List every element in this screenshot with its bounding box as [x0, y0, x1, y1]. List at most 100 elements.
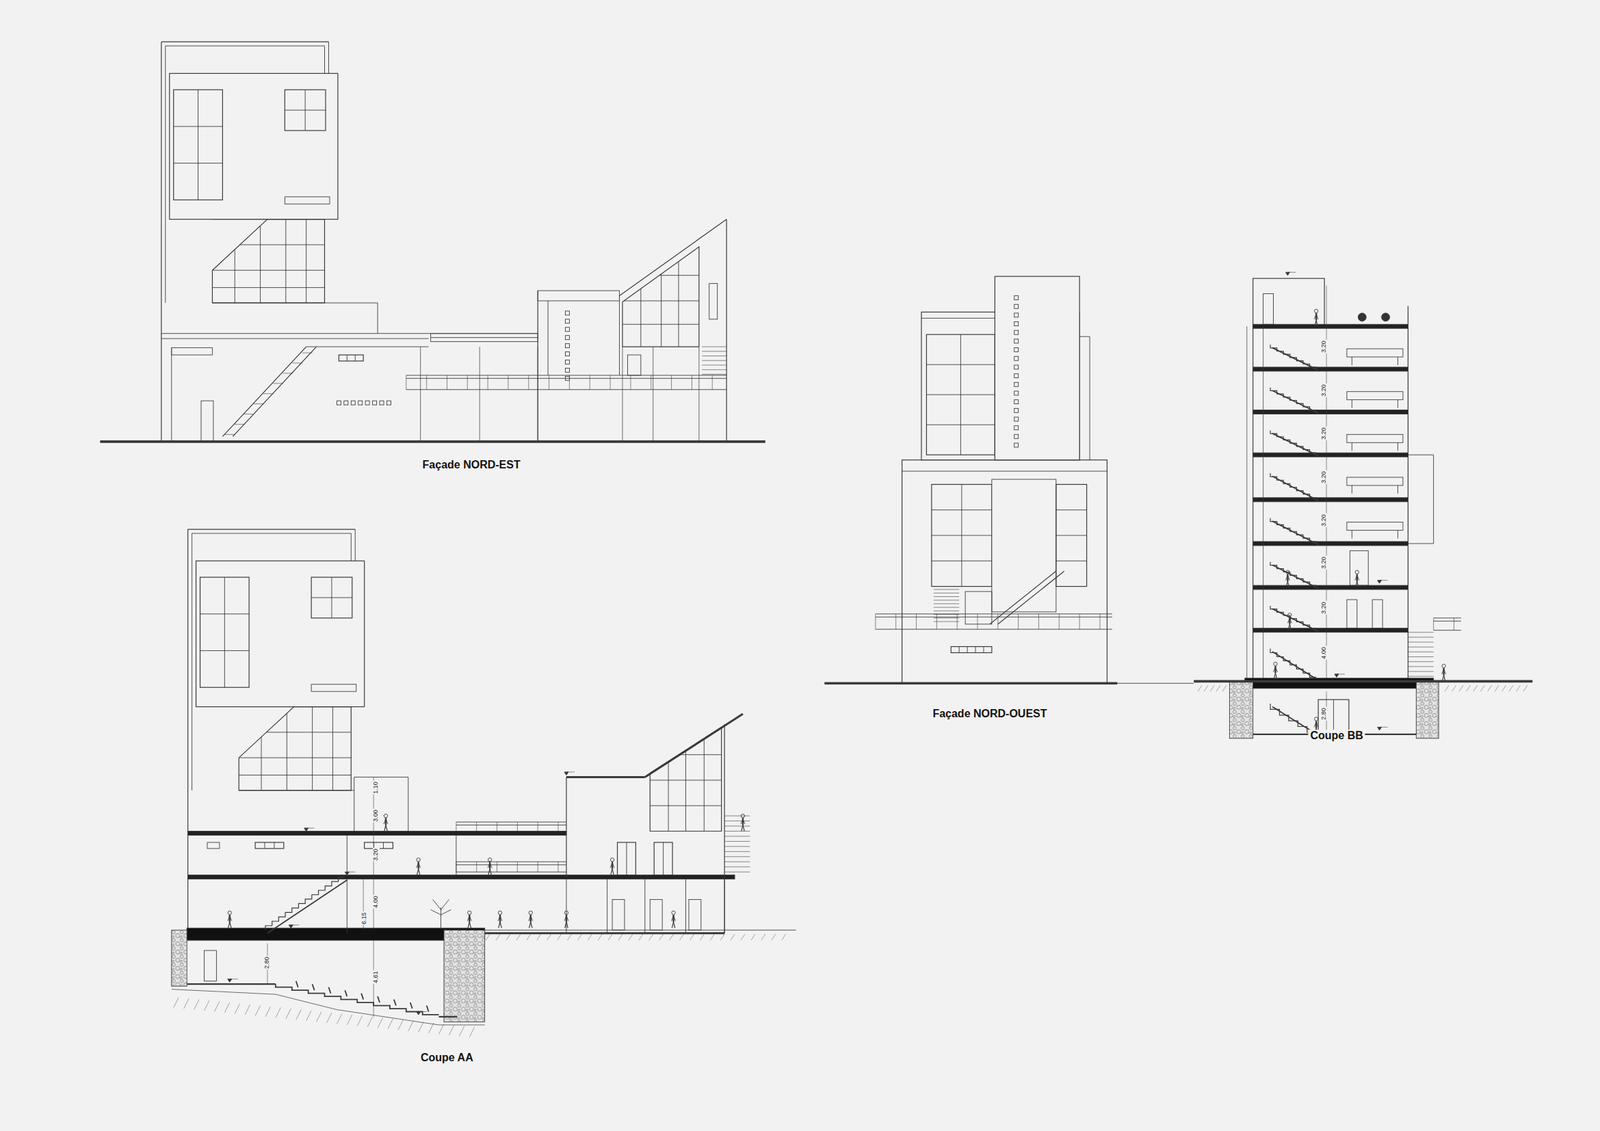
drawing-line: [567, 934, 572, 941]
drawing-line: [398, 1019, 403, 1031]
small-opening: [1014, 339, 1019, 344]
drawing-line: [1289, 624, 1291, 631]
drawing-line: [306, 828, 315, 830]
drawing-line: [469, 1027, 475, 1038]
person-head: [1273, 662, 1278, 666]
drawing-line: [1480, 685, 1485, 692]
drawing-line: [741, 825, 743, 832]
drawing-line: [1272, 521, 1319, 545]
dimension-text: 1.10: [372, 781, 380, 795]
drawing-line: [1357, 575, 1360, 581]
drawing-line: [161, 338, 429, 340]
drawing-line: [416, 863, 419, 869]
drawing-line: [255, 1006, 260, 1017]
drawing-line: [418, 1021, 424, 1033]
drawing-line: [346, 355, 348, 362]
drawing-line: [671, 922, 674, 929]
drawing-line: [1056, 560, 1087, 562]
dimension-text: 4.61: [372, 970, 380, 985]
drawing-line: [1272, 433, 1319, 457]
drawing-line: [430, 337, 539, 338]
small-opening: [1014, 296, 1019, 301]
drawing-line: [1056, 509, 1087, 511]
drawing-line: [671, 375, 672, 390]
glazing-outline: [212, 219, 325, 304]
tower-volume: [994, 276, 1080, 460]
small-opening: [1014, 304, 1019, 309]
drawing-line: [1262, 326, 1264, 682]
drawing-line: [1444, 675, 1446, 682]
drawing-line: [1058, 614, 1060, 630]
drawing-line: [357, 1015, 362, 1027]
drawing-line: [652, 346, 654, 442]
window: [207, 842, 220, 849]
small-opening: [1014, 365, 1019, 370]
drawing-line: [1314, 320, 1317, 327]
drawing-line: [933, 593, 960, 594]
glazing-mullion: [332, 0, 334, 1131]
drawing-line: [530, 922, 533, 929]
drawing-line: [498, 922, 501, 929]
drawing-line: [1407, 632, 1434, 633]
drawing-line: [1351, 400, 1353, 409]
drawing-line: [484, 932, 725, 935]
drawing-line: [204, 1000, 210, 1012]
small-opening: [1014, 382, 1019, 387]
drawing-line: [619, 219, 728, 297]
small-opening: [350, 400, 356, 405]
small-opening: [565, 327, 570, 332]
dimension-text: 3.20: [1320, 339, 1328, 354]
drawing-line: [234, 1004, 240, 1015]
drawing-line: [290, 924, 299, 926]
drawing-caption: Coupe BB: [1307, 729, 1365, 743]
drawing-line: [931, 535, 992, 537]
drawing-line: [456, 831, 567, 832]
drawing-line: [608, 934, 613, 941]
glazing-transom: [0, 244, 1600, 245]
window-grid: [950, 647, 992, 654]
floor-slab: [1253, 367, 1409, 372]
drawing-line: [267, 880, 347, 934]
window-grid: [617, 842, 637, 876]
drawing-line: [456, 822, 567, 823]
drawing-line: [1316, 722, 1319, 728]
drawing-line: [394, 1000, 397, 1007]
drawing-line: [1441, 669, 1445, 674]
drawing-line: [328, 987, 331, 994]
drawing-line: [875, 629, 1113, 631]
small-opening: [1014, 313, 1019, 318]
drawing-line: [931, 560, 992, 562]
drawing-line: [926, 424, 995, 426]
small-opening: [358, 400, 363, 405]
floor-slab: [1253, 541, 1409, 546]
drawing-line: [1487, 685, 1492, 692]
drawing-line: [507, 375, 509, 390]
drawing-line: [1203, 685, 1209, 692]
plant: [1357, 313, 1367, 322]
drawing-line: [701, 355, 727, 357]
drawing-line: [589, 375, 591, 390]
terrain: [171, 989, 485, 1026]
drawing-line: [659, 934, 664, 941]
drawing-line: [1452, 685, 1457, 692]
drawing-line: [1287, 581, 1289, 588]
drawing-line: [469, 922, 471, 929]
drawing-line: [407, 777, 409, 834]
drawing-line: [484, 930, 797, 931]
level-marker: [344, 872, 349, 875]
drawing-line: [625, 842, 627, 876]
dimension-text: 3.00: [372, 809, 380, 824]
drawing-line: [669, 934, 674, 941]
drawing-line: [467, 915, 470, 921]
drawing-line: [1017, 614, 1019, 630]
drawing-line: [346, 879, 348, 934]
retaining-wall: [1229, 681, 1253, 739]
drawing-line: [253, 403, 265, 405]
drawing-line: [1379, 580, 1388, 581]
drawing-line: [416, 869, 418, 876]
window-grid: [311, 577, 353, 619]
drawing-line: [689, 934, 694, 941]
drawing-line: [316, 1012, 322, 1023]
drawing-line: [1038, 614, 1040, 630]
